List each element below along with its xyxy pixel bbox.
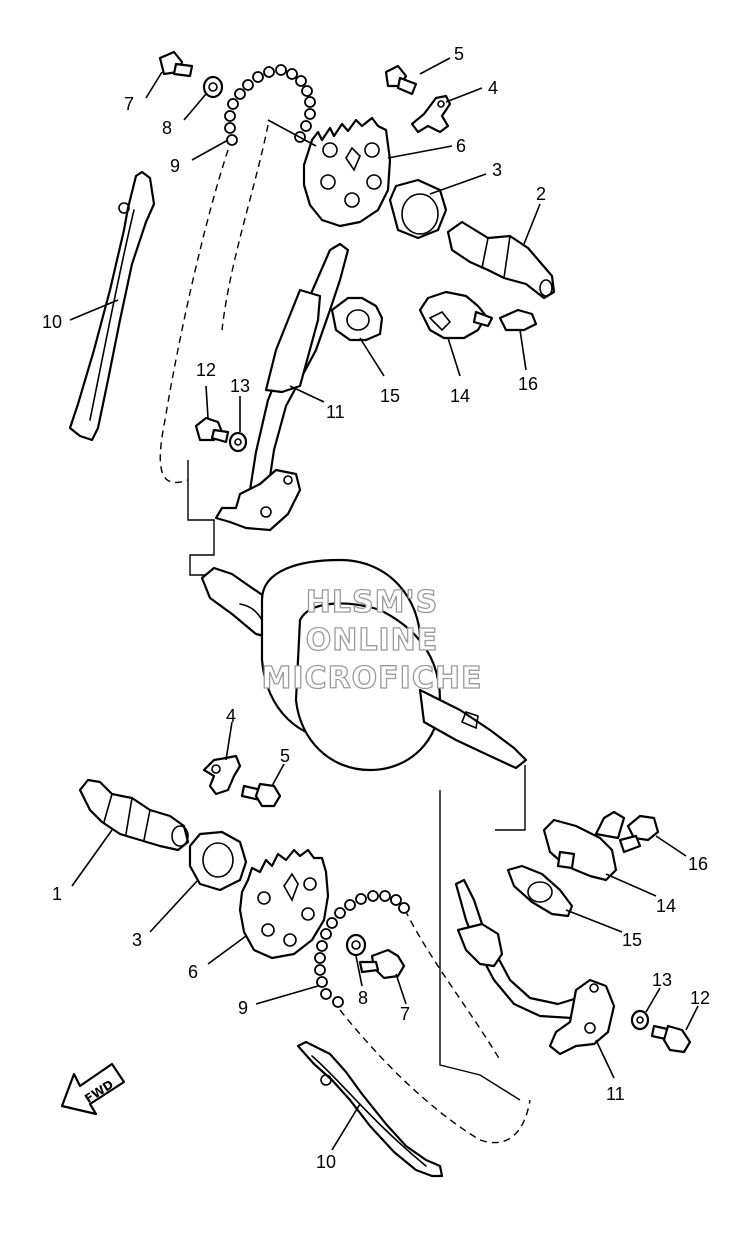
lower-callouts: 4 5 1 3 6 9 8 7 16 14 15 13 12 11 10 bbox=[52, 706, 710, 1172]
washer-8-upper bbox=[202, 75, 224, 99]
washer-13-upper bbox=[228, 431, 248, 453]
callout-2: 2 bbox=[536, 184, 546, 204]
washer-13-lower bbox=[630, 1009, 650, 1031]
gasket-15-upper bbox=[330, 296, 384, 342]
gasket-15-lower bbox=[506, 864, 574, 918]
lock-washer-4-lower bbox=[202, 754, 242, 796]
callout-11-lower: 11 bbox=[606, 1084, 625, 1104]
upper-callouts: 7 8 9 5 4 6 3 2 10 15 14 16 12 13 11 bbox=[42, 44, 546, 422]
callout-10-upper: 10 bbox=[42, 312, 62, 332]
callout-7-upper: 7 bbox=[124, 94, 134, 114]
callout-5-lower: 5 bbox=[280, 746, 290, 766]
cam-chain-tensioner-14-upper bbox=[418, 290, 494, 340]
callout-15-upper: 15 bbox=[380, 386, 400, 406]
chain-guide-10-lower bbox=[296, 1040, 444, 1178]
watermark-line-1: HLSM'S bbox=[306, 585, 438, 620]
bolt-5-upper bbox=[384, 64, 418, 96]
callout-13-lower: 13 bbox=[652, 970, 672, 990]
washer-8-lower bbox=[345, 933, 367, 957]
upper-chain-path bbox=[159, 124, 269, 576]
cam-sprocket-6-lower bbox=[238, 848, 330, 960]
leader-lines bbox=[69, 57, 699, 1151]
callout-14-lower: 14 bbox=[656, 896, 676, 916]
callout-5-upper: 5 bbox=[454, 44, 464, 64]
callout-9-lower: 9 bbox=[238, 998, 248, 1018]
fwd-arrow-icon: FWD bbox=[60, 1062, 126, 1116]
callout-12-lower: 12 bbox=[690, 988, 710, 1008]
callout-12-upper: 12 bbox=[196, 360, 216, 380]
callout-4-upper: 4 bbox=[488, 78, 498, 98]
callout-8-lower: 8 bbox=[358, 988, 368, 1008]
callout-4-lower: 4 bbox=[226, 706, 236, 726]
bolt-16-upper bbox=[498, 308, 538, 332]
callout-14-upper: 14 bbox=[450, 386, 470, 406]
watermark: HLSM'S ONLINE MICROFICHE bbox=[261, 584, 483, 696]
tensioner-guide-11-lower bbox=[454, 878, 616, 1056]
bolt-7-lower bbox=[358, 948, 406, 980]
callout-11-upper: 11 bbox=[326, 402, 345, 422]
callout-3-upper: 3 bbox=[492, 160, 502, 180]
bolt-12-lower bbox=[650, 1024, 692, 1054]
callout-15-lower: 15 bbox=[622, 930, 642, 950]
callout-1: 1 bbox=[52, 884, 62, 904]
cam-chain-tensioner-14-lower bbox=[542, 810, 626, 882]
callout-3-lower: 3 bbox=[132, 930, 142, 950]
callout-10-lower: 10 bbox=[316, 1152, 336, 1172]
bolt-16-lower bbox=[618, 814, 660, 854]
watermark-line-3: MICROFICHE bbox=[262, 661, 483, 696]
callout-8-upper: 8 bbox=[162, 118, 172, 138]
bolt-12-upper bbox=[194, 416, 230, 444]
watermark-line-2: ONLINE bbox=[306, 623, 439, 658]
chain-guide-10-upper bbox=[68, 170, 156, 442]
tensioner-guide-11-upper bbox=[214, 242, 350, 532]
callout-16-lower: 16 bbox=[688, 854, 708, 874]
callout-6-lower: 6 bbox=[188, 962, 198, 982]
callout-6-upper: 6 bbox=[456, 136, 466, 156]
callout-7-lower: 7 bbox=[400, 1004, 410, 1024]
callout-9-upper: 9 bbox=[170, 156, 180, 176]
timing-chain-9-upper bbox=[224, 64, 316, 146]
callout-13-upper: 13 bbox=[230, 376, 250, 396]
timing-chain-9-lower bbox=[314, 890, 410, 1008]
lower-chain-path bbox=[339, 765, 531, 1144]
callout-16-upper: 16 bbox=[518, 374, 538, 394]
lock-washer-4-upper bbox=[410, 94, 452, 134]
crankshaft bbox=[200, 558, 528, 772]
bolt-5-lower bbox=[240, 782, 282, 808]
cam-sprocket-6-upper bbox=[302, 116, 392, 228]
decomp-weight-3-lower bbox=[188, 830, 248, 892]
bolt-7-upper bbox=[158, 50, 194, 78]
camshaft-1 bbox=[78, 778, 190, 852]
camshaft-2 bbox=[446, 220, 556, 300]
decomp-weight-3-upper bbox=[388, 178, 448, 240]
